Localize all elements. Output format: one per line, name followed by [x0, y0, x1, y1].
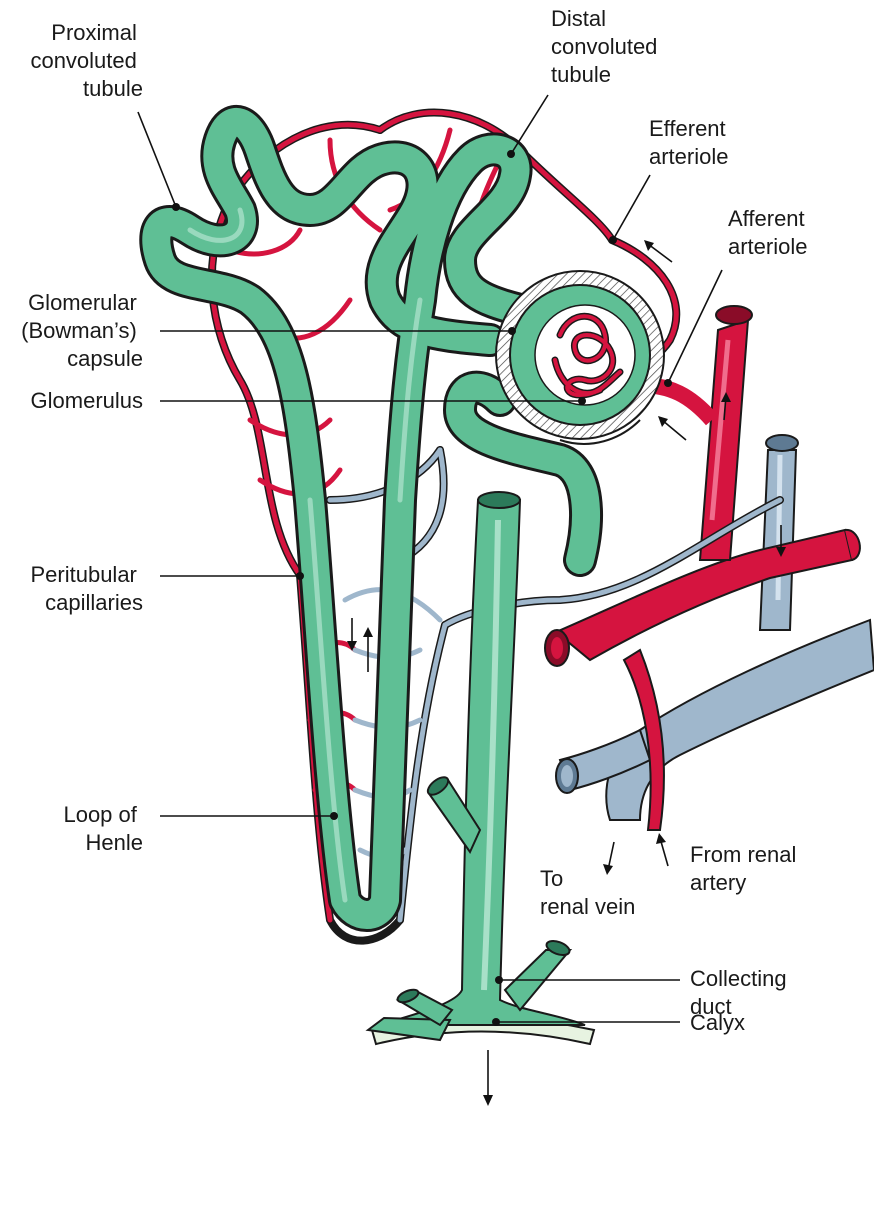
label-capsule: Glomerular (Bowman’s) capsule — [21, 290, 143, 371]
label-peritubular: Peritubular capillaries — [30, 562, 143, 615]
label-loop: Loop of Henle — [63, 802, 143, 855]
renal-vein-arrow — [603, 842, 614, 875]
label-efferent: Efferent arteriole — [649, 116, 732, 169]
efferent-leader — [609, 175, 650, 244]
label-renal-artery: From renal artery — [690, 842, 802, 895]
urine-outflow-arrow — [483, 1050, 493, 1106]
peritubular-leader — [160, 572, 304, 580]
label-calyx: Calyx — [690, 1010, 745, 1035]
label-distal: Distal convoluted tubule — [551, 6, 664, 87]
label-renal-vein: To renal vein — [540, 866, 635, 919]
label-glomerulus: Glomerulus — [31, 388, 143, 413]
renal-artery-arrow — [656, 833, 668, 866]
proximal-leader — [138, 112, 180, 211]
label-proximal: Proximal convoluted tubule — [30, 20, 143, 101]
label-afferent: Afferent arteriole — [728, 206, 811, 259]
loop-up-arrow — [363, 627, 373, 672]
loop-leader — [160, 812, 338, 820]
afferent-flow-arrow — [658, 416, 686, 440]
